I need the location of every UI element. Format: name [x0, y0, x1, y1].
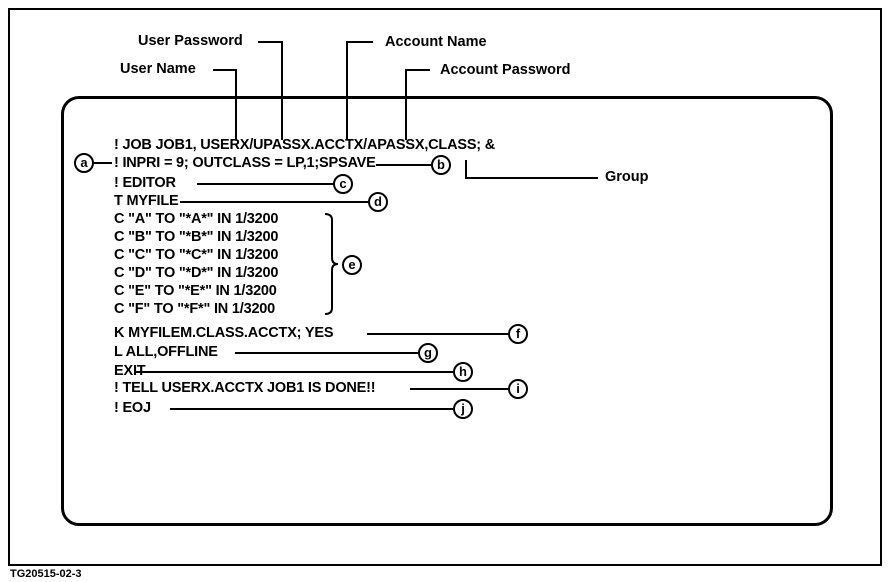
callout-a: a [74, 153, 94, 173]
callout-i: i [508, 379, 528, 399]
label-group: Group [605, 169, 649, 185]
callout-j: j [453, 399, 473, 419]
callout-d: d [368, 192, 388, 212]
code-line: C "E" TO "*E*" IN 1/3200 [114, 283, 277, 299]
leader-account-password [405, 69, 430, 140]
code-line: L ALL,OFFLINE [114, 344, 218, 360]
code-line: C "B" TO "*B*" IN 1/3200 [114, 229, 279, 245]
label-user-password: User Password [138, 33, 243, 49]
callout-c: c [333, 174, 353, 194]
code-line: C "D" TO "*D*" IN 1/3200 [114, 265, 279, 281]
code-line: ! TELL USERX.ACCTX JOB1 IS DONE!! [114, 380, 376, 396]
callout-g: g [418, 343, 438, 363]
label-account-name: Account Name [385, 34, 487, 50]
leader-group [465, 160, 598, 179]
leader-account-name [346, 41, 373, 140]
callout-f: f [508, 324, 528, 344]
callout-e: e [342, 255, 362, 275]
code-line: ! JOB JOB1, USERX/UPASSX.ACCTX/APASSX,CL… [114, 137, 496, 153]
callout-h: h [453, 362, 473, 382]
leader-user-name [213, 69, 237, 140]
label-user-name: User Name [120, 61, 196, 77]
terminal-screen [61, 96, 833, 526]
callout-b: b [431, 155, 451, 175]
leader-user-password [258, 41, 283, 140]
code-line: EXIT [114, 363, 146, 379]
figure-frame [8, 8, 882, 566]
code-line: C "A" TO "*A*" IN 1/3200 [114, 211, 279, 227]
code-line: ! EOJ [114, 400, 151, 416]
code-line: ! INPRI = 9; OUTCLASS = LP,1;SPSAVE [114, 155, 376, 171]
figure-id: TG20515-02-3 [10, 568, 82, 580]
label-account-password: Account Password [440, 62, 571, 78]
code-line: ! EDITOR [114, 175, 176, 191]
code-line: K MYFILEM.CLASS.ACCTX; YES [114, 325, 334, 341]
code-line: T MYFILE [114, 193, 179, 209]
code-line: C "F" TO "*F*" IN 1/3200 [114, 301, 276, 317]
code-line: C "C" TO "*C*" IN 1/3200 [114, 247, 279, 263]
brace-e [324, 213, 339, 315]
